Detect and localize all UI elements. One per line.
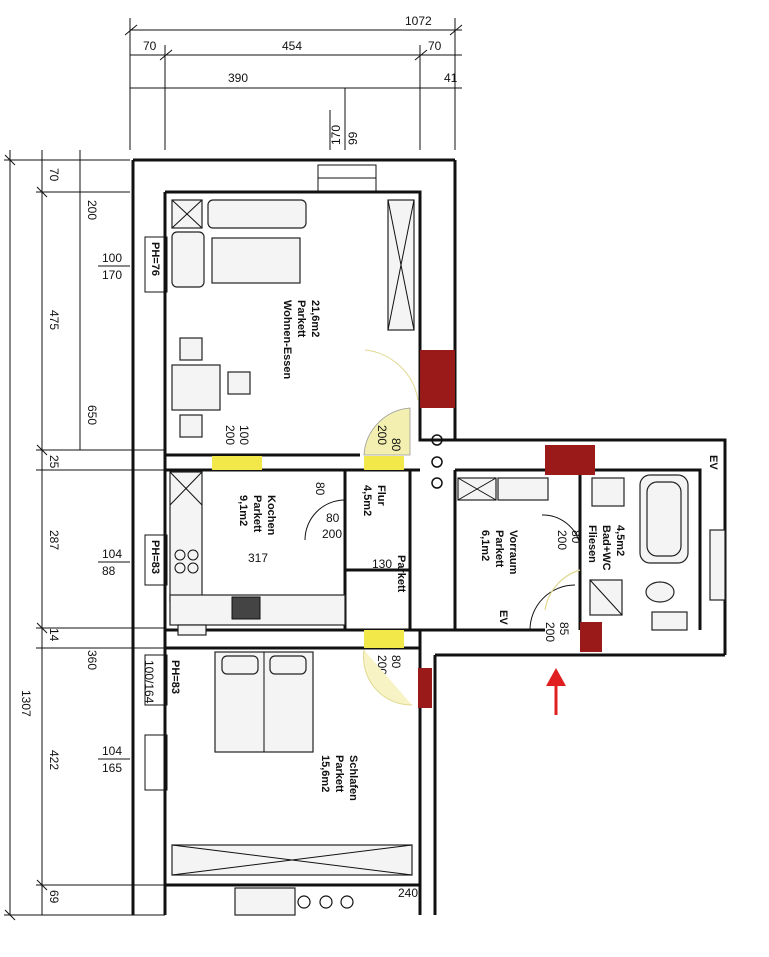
- room-vorraum-floor: Parkett: [493, 530, 505, 568]
- dim-left-475: 475: [47, 310, 61, 330]
- chimney-vorraum: [545, 445, 595, 475]
- room-flur-floor: 4,5m2: [361, 485, 373, 516]
- windows: [144, 164, 377, 791]
- kitchen-furniture: [169, 471, 346, 636]
- room-kitchen-name: Kochen: [265, 495, 277, 536]
- room-bed-area: 15,6m2: [319, 755, 331, 792]
- left-dimension-lines: [4, 150, 165, 921]
- dim-top-mid: 454: [282, 39, 302, 53]
- dim-left-360: 360: [85, 650, 99, 670]
- door-kitchen-c: 200: [322, 527, 342, 541]
- dim-top-right: 70: [428, 39, 442, 53]
- dim-left-70: 70: [47, 168, 61, 182]
- room-vorraum-name: Vorraum: [507, 530, 519, 575]
- dim-win-kitchen-h: 88: [102, 564, 116, 578]
- window-label-living: PH=76: [149, 242, 161, 276]
- door-living: [212, 456, 262, 470]
- dim-bottom-240: 240: [398, 886, 418, 900]
- room-flur-name: Flur: [375, 485, 387, 506]
- entry-arrow-icon: [546, 668, 566, 715]
- dim-window-top-b: 99: [346, 131, 360, 145]
- door-vorraum-a: 80: [569, 530, 583, 544]
- dim-win-living-h: 170: [102, 268, 122, 282]
- bathroom-fixtures: [589, 474, 726, 631]
- top-dimension-lines: [124, 18, 463, 150]
- room-kitchen-area: 9,1m2: [237, 495, 249, 526]
- room-bath-floor: Fliesen: [586, 525, 598, 563]
- dim-left-200: 200: [85, 200, 99, 220]
- room-living-name: Wohnen-Essen: [281, 300, 293, 380]
- door-bed-a: 80: [389, 655, 403, 669]
- dim-top-left: 70: [143, 39, 157, 53]
- door-living-a: 100: [237, 425, 251, 445]
- door-flur: [364, 456, 404, 470]
- door-flur-b: 200: [375, 425, 389, 445]
- room-bath-area: 4,5m2: [614, 525, 626, 556]
- chimney-entry: [580, 622, 602, 652]
- room-bath-name: Bad+WC: [600, 525, 612, 571]
- room-bed-name: Schlafen: [347, 755, 359, 801]
- room-vorraum-area: 6,1m2: [479, 530, 491, 561]
- chimney-bedroom: [418, 668, 432, 708]
- living-furniture: [171, 199, 415, 438]
- door-kitchen-b: 80: [326, 511, 340, 525]
- window-label-bedroom: PH=83: [169, 660, 181, 694]
- dim-window-top-a: 170: [329, 125, 343, 145]
- dim-win-kitchen-w: 104: [102, 547, 122, 561]
- dim-kitchen-317: 317: [248, 551, 268, 565]
- dim-win-bed-a: 100/164: [142, 660, 156, 704]
- room-living-area: 21,6m2: [309, 300, 321, 337]
- dim-left-69: 69: [47, 890, 61, 904]
- door-swing-living: [363, 407, 411, 456]
- vorraum-furniture: [457, 477, 549, 501]
- door-bedroom: [364, 630, 404, 648]
- door-kitchen-a: 80: [313, 482, 327, 496]
- room-living-floor: Parkett: [295, 300, 307, 338]
- ev-label-2: EV: [707, 455, 719, 470]
- dim-top-right-cut: 41: [444, 71, 458, 85]
- dim-top-total: 1072: [405, 14, 432, 28]
- door-entry-b: 200: [543, 622, 557, 642]
- dim-left-287: 287: [47, 530, 61, 550]
- dim-left-14: 14: [47, 628, 61, 642]
- door-vorraum-b: 200: [555, 530, 569, 550]
- bedroom-furniture: [171, 651, 413, 916]
- door-flur-a: 80: [389, 438, 403, 452]
- door-living-b: 200: [223, 425, 237, 445]
- dim-left-422: 422: [47, 750, 61, 770]
- door-entry-a: 85: [557, 622, 571, 636]
- dim-left-total-visible: 1307: [19, 690, 33, 717]
- window-label-kitchen: PH=83: [149, 540, 161, 574]
- room-hall-parkett: Parkett: [395, 555, 407, 593]
- dim-win-living-w: 100: [102, 251, 122, 265]
- room-bed-floor: Parkett: [333, 755, 345, 793]
- chimney-living: [420, 350, 455, 408]
- dim-win-bed-w: 104: [102, 744, 122, 758]
- room-kitchen-floor: Parkett: [251, 495, 263, 533]
- dim-inner-width: 390: [228, 71, 248, 85]
- door-swing-arc: [364, 349, 419, 401]
- dim-win-bed-h: 165: [102, 761, 122, 775]
- ev-label-1: EV: [497, 610, 509, 625]
- dim-left-650: 650: [85, 405, 99, 425]
- dim-hall-130: 130: [372, 557, 392, 571]
- dim-left-25: 25: [47, 455, 61, 469]
